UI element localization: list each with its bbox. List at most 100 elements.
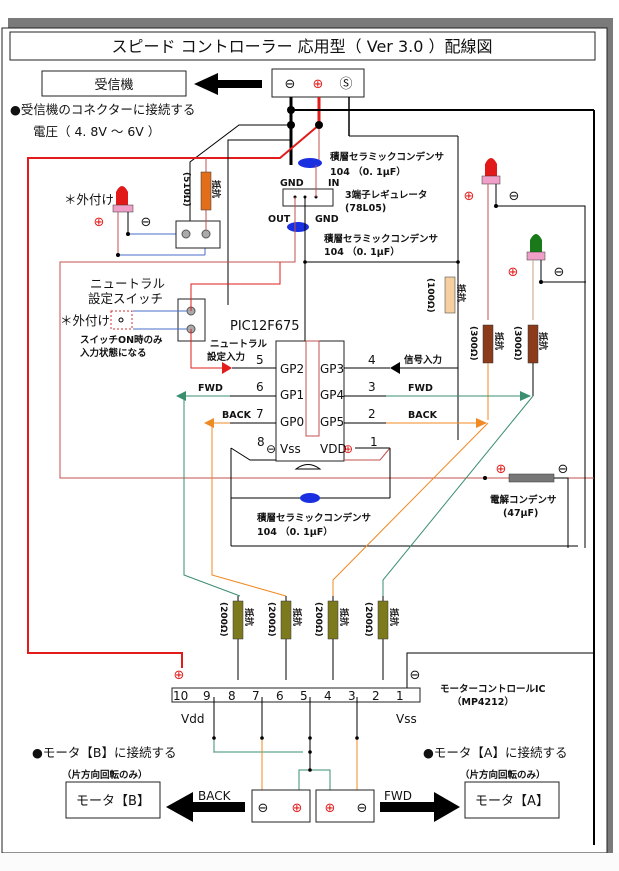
title-box (9, 31, 596, 61)
pic-pin7-name: GP0 (280, 415, 304, 429)
back-left-arrow-icon (204, 418, 214, 428)
motor-b-direction: BACK (198, 789, 232, 803)
neutral-input-arrow-icon (222, 362, 232, 374)
resistor-100-value: (100Ω) (425, 278, 435, 313)
receiver-connector (271, 68, 365, 98)
led-fwd-minus: ⊖ (554, 265, 565, 280)
pic-pin8-name: Vss (280, 442, 301, 456)
receiver-note-line2: 電圧（ 4. 8V ～ 6V ） (33, 124, 160, 139)
regulator-gnd-top: GND (280, 178, 304, 189)
capacitor-top-line1: 積層セラミックコンデンサ (329, 151, 444, 163)
pic-pin1-symbol: ⊕ (343, 442, 353, 456)
motor-ic-plus: ⊕ (174, 668, 185, 683)
signal-wires (176, 391, 534, 597)
receiver-label: 受信機 (94, 78, 133, 93)
motor-a-direction: FWD (384, 789, 412, 803)
electrolytic-plus: ⊕ (496, 462, 507, 477)
electrolytic-capacitor: ⊕ ⊖ 電解コンデンサ (47μF) (483, 462, 569, 548)
pic-pin5-num: 5 (256, 353, 264, 367)
led-red-base (112, 204, 134, 213)
pic-pin3-label: FWD (408, 383, 433, 394)
resistor-200-2-value: (200Ω) (266, 602, 276, 637)
motor-ic-pin8: 8 (228, 689, 236, 703)
electrolytic-icon (508, 473, 555, 483)
pic-neutral-label-line1: ニュートラル (210, 339, 268, 350)
led-power: ＊外付け ⊕ ⊖ (510Ω) 抵抗 (64, 158, 222, 257)
motor-ic-pin3: 3 (348, 689, 356, 703)
neutral-switch: ニュートラル 設定スイッチ ＊外付け スイッチON時のみ 入力状態になる (60, 262, 281, 374)
motor-ic-line2: （MP4212） (452, 696, 514, 708)
pic-pin8-num: 8 (257, 435, 265, 449)
capacitor-top-icon (298, 158, 322, 168)
pic-pin4-label: 信号入力 (404, 354, 442, 366)
motor-a-section: ●モータ【A】に接続する （片方向回転のみ） モータ【A】 FWD ⊕ ⊖ (315, 745, 567, 823)
receiver-pin-plus: ⊕ (313, 77, 324, 92)
resistor-300a-label: 抵抗 (493, 332, 505, 350)
motor-ic-minus: ⊖ (410, 668, 421, 683)
pic-pin2-label: BACK (408, 410, 438, 421)
led-red-icon (116, 186, 128, 205)
receiver-note-line1: ●受信機のコネクターに接続する (10, 102, 195, 117)
pic-pin6-name: GP1 (280, 388, 304, 402)
regulator-box (282, 188, 334, 207)
pic-pin2-name: GP5 (320, 415, 344, 429)
motor-a-box (464, 781, 560, 819)
motor-b-box (65, 781, 161, 819)
electrolytic-line1: 電解コンデンサ (490, 494, 557, 506)
motor-a-pin-plus: ⊕ (325, 801, 336, 816)
resistor-200-1-label: 抵抗 (243, 608, 255, 626)
motor-ic-pin10: 10 (173, 689, 188, 703)
resistor-200-3-label: 抵抗 (338, 608, 350, 626)
motor-b-pin-minus: ⊖ (258, 801, 269, 816)
pic-inner (305, 340, 320, 437)
motor-a-connector (315, 789, 375, 823)
regulator-in: IN (328, 178, 340, 189)
back-right-arrow-icon (476, 418, 487, 428)
resistor-300a-icon (482, 324, 494, 364)
resistor-200-3: (200Ω) 抵抗 (313, 596, 350, 680)
pic-pin4-num: 4 (368, 353, 376, 367)
led-fwd-plus: ⊕ (508, 265, 519, 280)
motor-b-section: ●モータ【B】に接続する （片方向回転のみ） モータ【B】 BACK ⊖ ⊕ (32, 745, 311, 823)
fwd-left-arrow-icon (176, 391, 186, 401)
led-green-icon (530, 234, 542, 252)
motor-a-label: モータ【A】 (475, 794, 549, 809)
pic-pin3-num: 3 (368, 380, 376, 394)
motor-b-note-line1: ●モータ【B】に接続する (32, 745, 176, 760)
motor-b-label: モータ【B】 (76, 794, 150, 809)
resistor-100-icon (444, 276, 456, 314)
motor-b-pin-plus: ⊕ (292, 801, 303, 816)
signal-input-arrow-icon (390, 362, 400, 374)
resistor-300b-value: (300Ω) (512, 326, 522, 361)
capacitor-mid-line2: 104 （0. 1μF） (324, 246, 400, 258)
pic-name: PIC12F675 (230, 319, 300, 334)
pic-pin1-name: VDD (320, 442, 347, 456)
motor-ic-vss: Vss (396, 712, 417, 726)
led-power-minus: ⊖ (141, 215, 152, 230)
led-red2-icon (485, 158, 497, 176)
motor-a-note-line1: ●モータ【A】に接続する (423, 745, 567, 760)
regulator-out: OUT (268, 214, 291, 225)
resistor-300b-label: 抵抗 (537, 332, 549, 350)
motor-ic-pin6: 6 (276, 689, 284, 703)
receiver-pin-minus: ⊖ (285, 77, 296, 92)
pic-pin4-name: GP3 (320, 362, 344, 376)
led-back-plus: ⊕ (464, 189, 475, 204)
fwd-right-arrow-icon (520, 391, 531, 401)
pic-pin5-name: GP2 (280, 362, 304, 376)
motor-ic-pin5: 5 (300, 689, 308, 703)
pic-pin3-name: GP4 (320, 388, 344, 402)
neutral-switch-note-line1: スイッチON時のみ (80, 334, 163, 346)
capacitor-mid-icon (287, 222, 309, 232)
motor-ic-pin1: 1 (396, 689, 404, 703)
regulator-line2: (78L05) (345, 203, 386, 214)
led-power-plus: ⊕ (94, 215, 105, 230)
led-power-external-label: ＊外付け (64, 192, 114, 207)
pic-body (275, 340, 345, 462)
resistor-200-2-label: 抵抗 (291, 608, 303, 626)
motor-a-pin-minus: ⊖ (357, 801, 368, 816)
neutral-switch-title-line2: 設定スイッチ (88, 291, 163, 306)
resistor-200-4-value: (200Ω) (363, 602, 373, 637)
resistor-200-1-value: (200Ω) (218, 602, 228, 637)
